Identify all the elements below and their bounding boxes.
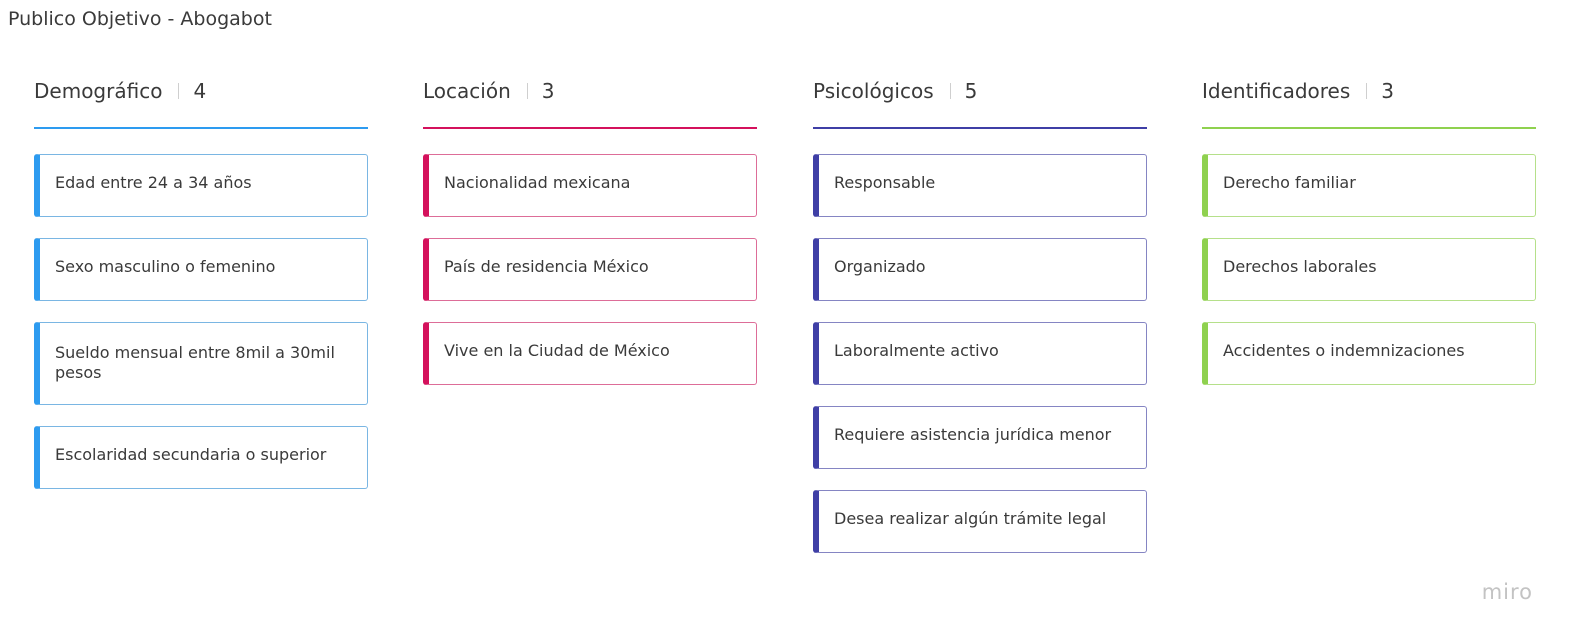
card-list: Derecho familiar Derechos laborales Acci… [1202,154,1536,385]
header-divider [178,83,180,99]
column-underline [423,127,757,129]
column-underline [1202,127,1536,129]
column-underline [34,127,368,129]
card[interactable]: Escolaridad secundaria o superior [34,426,368,489]
column-count: 3 [541,79,555,103]
column-header: Identificadores 3 [1202,74,1536,108]
header-divider [1366,83,1368,99]
column-identificadores: Identificadores 3 Derecho familiar Derec… [1202,74,1536,406]
column-header: Demográfico 4 [34,74,368,108]
miro-logo: miro [1481,580,1533,604]
column-locacion: Locación 3 Nacionalidad mexicana País de… [423,74,757,406]
card[interactable]: Derecho familiar [1202,154,1536,217]
column-title: Identificadores [1202,79,1351,103]
card[interactable]: Accidentes o indemnizaciones [1202,322,1536,385]
column-psicologicos: Psicológicos 5 Responsable Organizado La… [813,74,1147,574]
card[interactable]: Vive en la Ciudad de México [423,322,757,385]
column-header: Psicológicos 5 [813,74,1147,108]
card-list: Responsable Organizado Laboralmente acti… [813,154,1147,553]
column-demografico: Demográfico 4 Edad entre 24 a 34 años Se… [34,74,368,510]
card[interactable]: Derechos laborales [1202,238,1536,301]
column-title: Demográfico [34,79,163,103]
header-divider [526,83,528,99]
card[interactable]: Sexo masculino o femenino [34,238,368,301]
card[interactable]: Laboralmente activo [813,322,1147,385]
board-title: Publico Objetivo - Abogabot [8,8,272,30]
card-list: Edad entre 24 a 34 años Sexo masculino o… [34,154,368,489]
column-count: 3 [1381,79,1394,103]
card[interactable]: Organizado [813,238,1147,301]
column-count: 4 [193,79,207,103]
card[interactable]: Responsable [813,154,1147,217]
column-count: 5 [964,79,978,103]
header-divider [949,83,951,99]
column-underline [813,127,1147,129]
card[interactable]: Edad entre 24 a 34 años [34,154,368,217]
column-title: Locación [423,79,511,103]
card[interactable]: Sueldo mensual entre 8mil a 30mil pesos [34,322,368,405]
card[interactable]: Desea realizar algún trámite legal [813,490,1147,553]
column-header: Locación 3 [423,74,757,108]
card-list: Nacionalidad mexicana País de residencia… [423,154,757,385]
column-title: Psicológicos [813,79,934,103]
card[interactable]: Nacionalidad mexicana [423,154,757,217]
card[interactable]: Requiere asistencia jurídica menor [813,406,1147,469]
card[interactable]: País de residencia México [423,238,757,301]
